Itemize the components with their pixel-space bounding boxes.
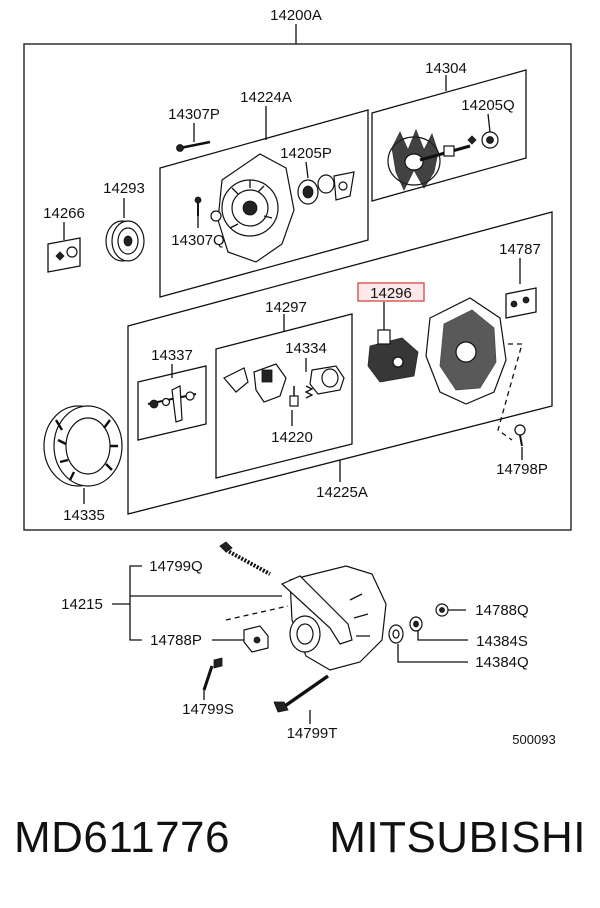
leader-14205Q [487,113,491,133]
label-14297[interactable]: 14297 [265,299,307,316]
washer-14384S [409,616,423,632]
label-14296[interactable]: 14296 [370,285,412,302]
frame-14337 [137,365,207,441]
leader-14384S [417,630,468,641]
frame-14225A [127,211,553,515]
nut-14788Q [435,603,449,617]
label-14334[interactable]: 14334 [285,340,327,357]
bolt-14799S [202,657,223,691]
label-14335[interactable]: 14335 [63,507,105,524]
highlight-14296 [357,282,425,302]
bolt-14799Q [219,541,271,576]
dash-leader-14788P [225,605,289,621]
front-housing-14224A [217,153,295,263]
bearing-14205P [297,171,355,205]
brand-name: MITSUBISHI [329,813,586,862]
label-14224A[interactable]: 14224A [240,89,292,106]
footer: MD611776 MITSUBISHI [0,808,600,868]
label-14787[interactable]: 14787 [499,241,541,258]
washer-14384Q [388,624,404,644]
label-14307Q[interactable]: 14307Q [171,232,224,249]
screw-14307Q [194,196,222,222]
screw-14798P [514,424,526,447]
dash-leader-14798P [497,343,523,441]
label-14266[interactable]: 14266 [43,205,85,222]
label-14200A[interactable]: 14200A [270,7,322,24]
label-14788Q[interactable]: 14788Q [475,602,528,619]
leader-14384Q [397,644,468,663]
nut-washer-14266 [47,237,81,273]
terminal-14337 [147,385,197,423]
label-14307P[interactable]: 14307P [168,106,220,123]
assembly-frame [23,43,572,531]
label-14225A[interactable]: 14225A [316,484,368,501]
nut-14788P [243,625,269,653]
rear-housing [425,297,507,405]
label-14205Q[interactable]: 14205Q [461,97,514,114]
label-14799S[interactable]: 14799S [182,701,234,718]
leader-14205P [305,161,309,179]
label-14337[interactable]: 14337 [151,347,193,364]
bolt-14307P [176,140,211,152]
regulator-14296 [367,329,419,383]
label-14788P[interactable]: 14788P [150,632,202,649]
label-14384S[interactable]: 14384S [476,633,528,650]
bearing-14205Q [467,131,499,149]
label-14384Q[interactable]: 14384Q [475,654,528,671]
cap-14787 [505,287,537,319]
diagram-code: 500093 [512,732,555,747]
alternator-assembly [280,565,387,671]
frame-14304 [371,69,527,202]
bolt-14799T [273,674,329,713]
label-14304[interactable]: 14304 [425,60,467,77]
label-14799T[interactable]: 14799T [287,725,338,742]
label-14215[interactable]: 14215 [61,596,103,613]
frame-14297 [215,313,353,479]
bracket-14215 [129,565,142,641]
frame-14224A [159,109,369,298]
rotor-part [387,128,471,191]
label-14799Q[interactable]: 14799Q [149,558,202,575]
stator-14335 [43,405,123,487]
brush-parts-14297 [223,363,345,407]
part-number: MD611776 [14,813,230,862]
label-14205P[interactable]: 14205P [280,145,332,162]
pulley-14293 [105,220,145,262]
label-14798P[interactable]: 14798P [496,461,548,478]
label-14293[interactable]: 14293 [103,180,145,197]
parts-diagram: 14200A 14304 14205Q 14224A 14307P 14205P [23,7,572,747]
label-14220[interactable]: 14220 [271,429,313,446]
